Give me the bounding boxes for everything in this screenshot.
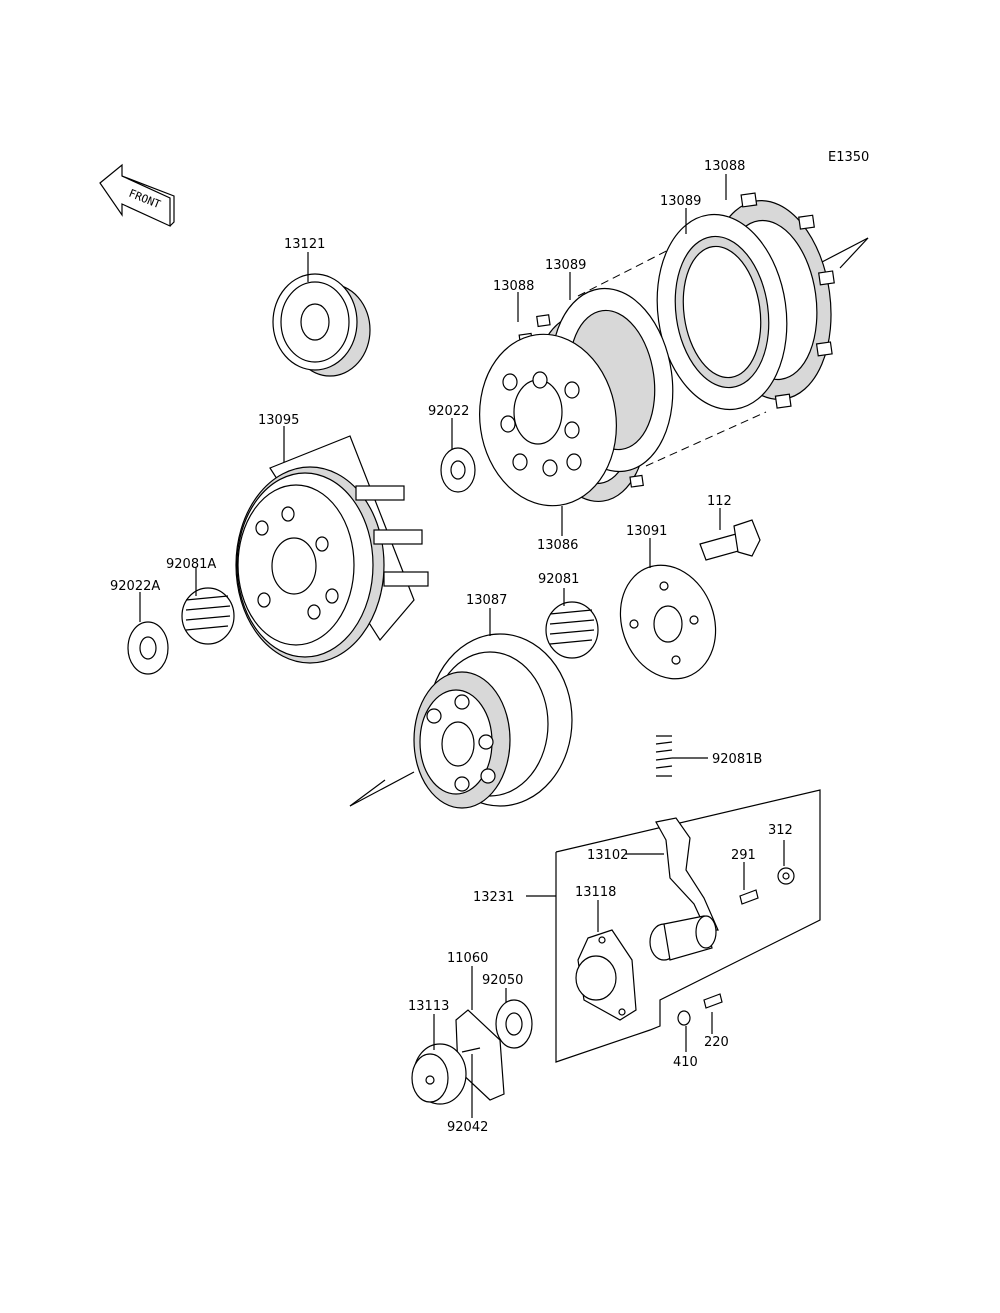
bolt-112 <box>699 519 761 561</box>
label-13089-front: 13089 <box>545 258 586 273</box>
axis-line-bottom <box>349 771 415 807</box>
axis-line-top <box>821 237 869 263</box>
washer-92022 <box>440 447 476 493</box>
label-11060: 11060 <box>447 951 488 966</box>
label-13088-front: 13088 <box>493 279 534 294</box>
label-13231: 13231 <box>473 890 514 905</box>
lever-13102 <box>655 817 719 931</box>
label-410: 410 <box>673 1055 698 1070</box>
pressure-plate-13086 <box>479 333 617 507</box>
spring-plate-13091 <box>619 564 717 680</box>
pin-92042 <box>461 1047 481 1053</box>
spring-92081 <box>545 601 599 659</box>
release-shaft <box>649 915 717 961</box>
label-92022A: 92022A <box>110 579 160 594</box>
nut-312 <box>777 867 795 885</box>
clutch-housing-13095 <box>235 435 429 664</box>
gear-13121 <box>272 273 371 377</box>
seal-92050 <box>495 999 533 1049</box>
label-13091: 13091 <box>626 524 667 539</box>
front-arrow-icon: FRONT <box>99 163 175 227</box>
spring-92081B <box>655 735 673 777</box>
label-13113: 13113 <box>408 999 449 1014</box>
washer-92022A <box>127 621 169 675</box>
label-13087: 13087 <box>466 593 507 608</box>
label-92050: 92050 <box>482 973 523 988</box>
label-13088-rear: 13088 <box>704 159 745 174</box>
steel-plate-13089-rear <box>656 213 788 411</box>
diagram-code: E1350 <box>828 150 869 165</box>
cover-13113 <box>411 1043 467 1105</box>
leader-lines <box>139 174 785 1118</box>
holder-13118 <box>575 929 637 1021</box>
guide-dash-bottom <box>645 411 767 467</box>
label-220: 220 <box>704 1035 729 1050</box>
label-92022: 92022 <box>428 404 469 419</box>
label-312: 312 <box>768 823 793 838</box>
screw-291 <box>739 889 759 905</box>
label-13102: 13102 <box>587 848 628 863</box>
label-92042: 92042 <box>447 1120 488 1135</box>
label-92081: 92081 <box>538 572 579 587</box>
label-291: 291 <box>731 848 756 863</box>
spring-92081A <box>181 587 235 645</box>
label-92081A: 92081A <box>166 557 216 572</box>
label-13095: 13095 <box>258 413 299 428</box>
washer-410 <box>677 1010 691 1026</box>
label-13086: 13086 <box>537 538 578 553</box>
clutch-hub-13087 <box>413 633 573 809</box>
label-112: 112 <box>707 494 732 509</box>
label-13121: 13121 <box>284 237 325 252</box>
assembly-bracket-13231 <box>555 789 821 1063</box>
screw-220 <box>703 993 723 1009</box>
label-13118: 13118 <box>575 885 616 900</box>
label-13089-rear: 13089 <box>660 194 701 209</box>
label-92081B: 92081B <box>712 752 762 767</box>
